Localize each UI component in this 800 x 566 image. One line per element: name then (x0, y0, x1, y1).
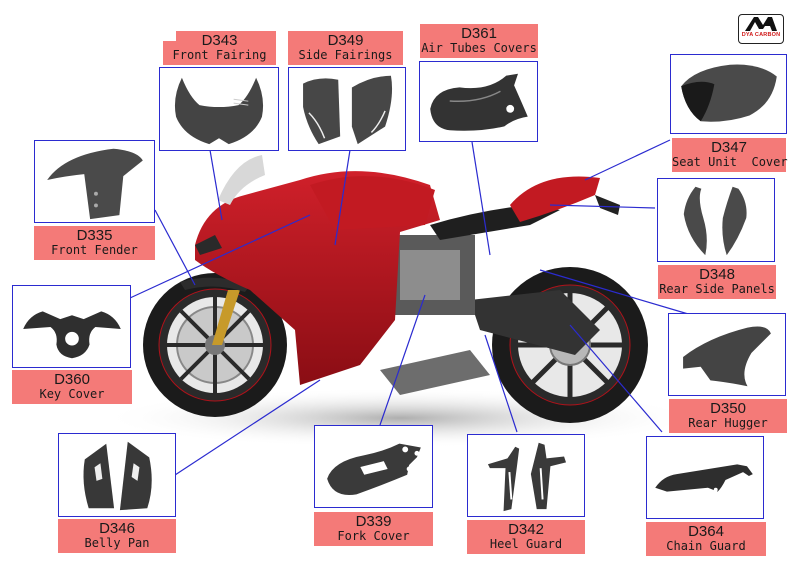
part-name: Side Fairings (298, 47, 393, 62)
part-image-chain-guard[interactable] (646, 436, 764, 519)
part-label-d342: D342 Heel Guard (467, 520, 585, 554)
part-image-belly-pan[interactable] (58, 433, 176, 517)
part-code: D342 (508, 521, 544, 538)
part-label-d349: D349 Side Fairings (288, 31, 403, 65)
key-cover-icon (23, 311, 121, 359)
part-image-fork-cover[interactable] (314, 425, 433, 508)
part-label-d339: D339 Fork Cover (314, 512, 433, 546)
part-code: D339 (355, 513, 392, 530)
part-name: Heel Guard (489, 536, 563, 551)
part-label-d364: D364 Chain Guard (646, 522, 766, 556)
part-image-side-fairings[interactable] (288, 67, 406, 151)
front-fairing-icon (174, 77, 264, 145)
chain-guard-icon (655, 464, 753, 492)
part-name: Rear Hugger (688, 415, 768, 430)
part-image-air-tubes-covers[interactable] (419, 61, 538, 142)
part-name: Chain Guard (666, 538, 746, 553)
part-label-d360: D360 Key Cover (12, 370, 132, 404)
side-fairings-icon (303, 75, 393, 145)
part-image-front-fender[interactable] (34, 140, 155, 223)
part-name: Key Cover (39, 386, 105, 401)
part-code: D343 (201, 32, 238, 49)
part-name: Rear Side Panels (659, 281, 775, 296)
belly-pan-icon (83, 441, 152, 511)
part-name: Fork Cover (337, 528, 410, 543)
part-image-front-fairing[interactable] (159, 67, 279, 151)
part-name: Air Tubes Covers (421, 40, 537, 55)
part-label-d348: D348 Rear Side Panels (658, 265, 776, 299)
fork-cover-icon (327, 443, 421, 495)
part-label-d343: D343 Front Fairing (163, 31, 276, 65)
part-image-seat-unit-cover[interactable] (670, 54, 787, 134)
part-name: Seat Unit Cover (672, 154, 788, 169)
part-label-d335: D335 Front Fender (34, 226, 155, 260)
part-label-d347: D347 Seat Unit Cover (672, 138, 788, 172)
part-label-d346: D346 Belly Pan (58, 519, 176, 553)
part-code: D349 (327, 32, 364, 49)
front-fender-icon (47, 148, 143, 220)
part-image-rear-side-panels[interactable] (657, 178, 775, 262)
rear-hugger-icon (683, 326, 771, 387)
part-code: D347 (711, 139, 747, 156)
part-image-heel-guard[interactable] (467, 434, 585, 517)
dya-carbon-logo: DYA CARBON (738, 14, 784, 44)
part-image-key-cover[interactable] (12, 285, 131, 368)
part-code: D361 (461, 25, 497, 42)
part-name: Belly Pan (84, 535, 150, 550)
air-tubes-cover-icon (430, 73, 528, 131)
logo-brand-text: DYA CARBON (741, 32, 781, 38)
part-code: D360 (54, 371, 90, 388)
part-code: D335 (76, 227, 113, 244)
rear-side-panels-icon (683, 186, 747, 256)
heel-guard-icon (487, 442, 567, 512)
part-label-d361: D361 Air Tubes Covers (420, 24, 538, 58)
part-name: Front Fender (51, 242, 138, 257)
part-code: D348 (699, 266, 735, 283)
part-code: D346 (99, 520, 135, 537)
part-label-d350: D350 Rear Hugger (669, 399, 787, 433)
seat-unit-cover-icon (681, 64, 777, 122)
part-name: Front Fairing (172, 47, 267, 62)
part-code: D350 (710, 400, 746, 417)
part-image-rear-hugger[interactable] (668, 313, 786, 396)
dya-logo-icon (745, 17, 777, 31)
part-code: D364 (688, 523, 724, 540)
